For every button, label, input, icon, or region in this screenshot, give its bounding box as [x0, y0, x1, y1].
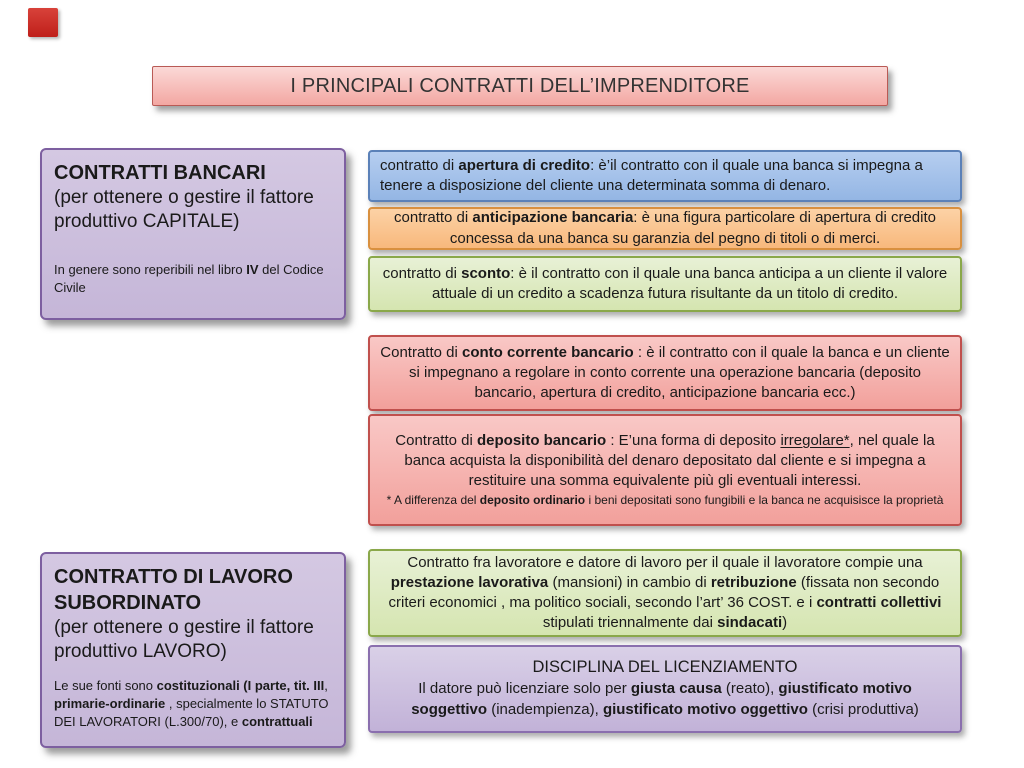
disciplina-licenziamento-text: Il datore può licenziare solo per giusta… — [411, 680, 919, 718]
box-apertura-di-credito: contratto di apertura di credito: è’il c… — [368, 150, 962, 202]
corner-accent-square — [28, 8, 58, 37]
contratto-lavoro-subtitle: (per ottenere o gestire il fattore produ… — [54, 617, 314, 663]
conto-corrente-text: Contratto di conto corrente bancario : è… — [380, 343, 950, 402]
slide-title: I PRINCIPALI CONTRATTI DELL’IMPRENDITORE — [290, 74, 750, 97]
contratti-bancari-note: In genere sono reperibili nel libro IV d… — [54, 261, 324, 295]
box-anticipazione-bancaria: contratto di anticipazione bancaria: è u… — [368, 207, 962, 250]
deposito-bancario-note: * A differenza del deposito ordinario i … — [386, 493, 944, 508]
box-disciplina-licenziamento: DISCIPLINA DEL LICENZIAMENTO Il datore p… — [368, 645, 962, 733]
apertura-di-credito-text: contratto di apertura di credito: è’il c… — [380, 156, 923, 194]
contratto-lavoro-note: Le sue fonti sono costituzionali (I part… — [54, 677, 329, 729]
disciplina-licenziamento-heading: DISCIPLINA DEL LICENZIAMENTO — [532, 658, 798, 677]
sconto-text: contratto di sconto: è il contratto con … — [382, 264, 948, 302]
box-sconto: contratto di sconto: è il contratto con … — [368, 256, 962, 312]
title-banner: I PRINCIPALI CONTRATTI DELL’IMPRENDITORE — [152, 66, 888, 106]
contratti-bancari-title: CONTRATTI BANCARI — [54, 162, 266, 184]
box-contratto-lavoro-subordinato: CONTRATTO DI LAVORO SUBORDINATO (per ott… — [40, 552, 346, 748]
box-lavoro-subordinato-definizione: Contratto fra lavoratore e datore di lav… — [368, 549, 962, 637]
anticipazione-bancaria-text: contratto di anticipazione bancaria: è u… — [394, 209, 936, 247]
box-conto-corrente-bancario: Contratto di conto corrente bancario : è… — [368, 335, 962, 411]
contratto-lavoro-title: CONTRATTO DI LAVORO SUBORDINATO — [54, 566, 293, 614]
contratti-bancari-subtitle: (per ottenere o gestire il fattore produ… — [54, 187, 314, 233]
deposito-bancario-text: Contratto di deposito bancario : E’una f… — [395, 432, 935, 490]
box-deposito-bancario: Contratto di deposito bancario : E’una f… — [368, 414, 962, 526]
box-contratti-bancari: CONTRATTI BANCARI (per ottenere o gestir… — [40, 148, 346, 320]
lavoro-subordinato-text: Contratto fra lavoratore e datore di lav… — [388, 553, 942, 632]
